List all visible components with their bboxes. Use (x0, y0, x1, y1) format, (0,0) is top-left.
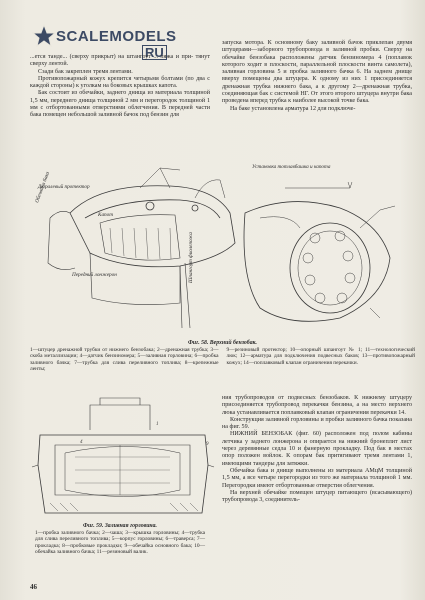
paragraph: ния трубопроводов от подвесных бензобако… (222, 395, 412, 416)
paragraph: ...ется танде... (сверху прикрыт) на шта… (30, 54, 210, 68)
page-number: 46 (30, 583, 37, 591)
label-shpangout: Шпангоут фиолепожа (187, 232, 194, 284)
paragraph: Сзади бак закреплен тремя лентами. (38, 68, 133, 75)
fig58-drawing: Дюралевый протектор Обечайка бака Капот … (33, 163, 396, 329)
fig59-title: Фиг. 59. Заливная горловина. (83, 523, 157, 529)
paragraph: Противопожарный кожух крепится четырьмя … (30, 75, 210, 90)
fig58-legend-right: 9—резиновый протектор; 10—опорный шпанго… (226, 346, 416, 366)
fig58-caption: Фиг. 58. Верхний бензобак. 1—штуцер дрен… (30, 340, 415, 373)
right-column-mid-text: ния трубопроводов от подвесных бензобако… (222, 395, 412, 504)
paragraph: Обечайка бака и днище выполнены из матер… (222, 467, 412, 489)
paragraph-subheading: НИЖНИЙ БЕНЗОБАК (фиг. 60) расположен под… (222, 431, 412, 467)
svg-text:4: 4 (80, 440, 83, 445)
fig58-title: Фиг. 58. Верхний бензобак. (188, 340, 257, 346)
paragraph: На верхней обечайке помещен штуцер питаю… (222, 489, 412, 504)
left-column-text: ...ется танде... (сверху прикрыт) на шта… (30, 40, 210, 120)
fig59-legend: 1—пробка заливного бачка; 2—чаша; 3—крыш… (35, 529, 205, 556)
label-ustanovka: Установка тотлавбашка и капота (252, 163, 331, 170)
fig59-drawing: 1 4 9 (31, 397, 215, 514)
logo-text: SCALEMODELS (56, 28, 177, 45)
paragraph: запуска мотора. К основному баку заливно… (222, 40, 412, 105)
svg-text:1: 1 (156, 422, 159, 427)
site-logo: SCALEMODELS RU (20, 22, 176, 60)
right-column-top-text: запуска мотора. К основному баку заливно… (222, 40, 412, 113)
star-icon (32, 24, 56, 48)
fig58-legend-left: 1—штуцер дренажной трубки от нижнего бен… (30, 346, 219, 373)
paragraph: На баке установлена арматура 12 для подк… (230, 105, 356, 112)
logo-ru-badge: RU (142, 45, 167, 60)
paragraph: Бак состоит из обечайки, заднего днища и… (30, 90, 210, 119)
label-lonzheron: Передний лонжерон (71, 271, 117, 278)
label-protector: Дюралевый протектор (37, 183, 90, 190)
fig59-caption: Фиг. 59. Заливная горловина. 1—пробка за… (35, 523, 205, 556)
svg-text:9: 9 (206, 442, 209, 447)
label-kapot: Капот (97, 212, 113, 218)
paragraph: Конструкция заливной горловины и пробки … (222, 416, 412, 431)
